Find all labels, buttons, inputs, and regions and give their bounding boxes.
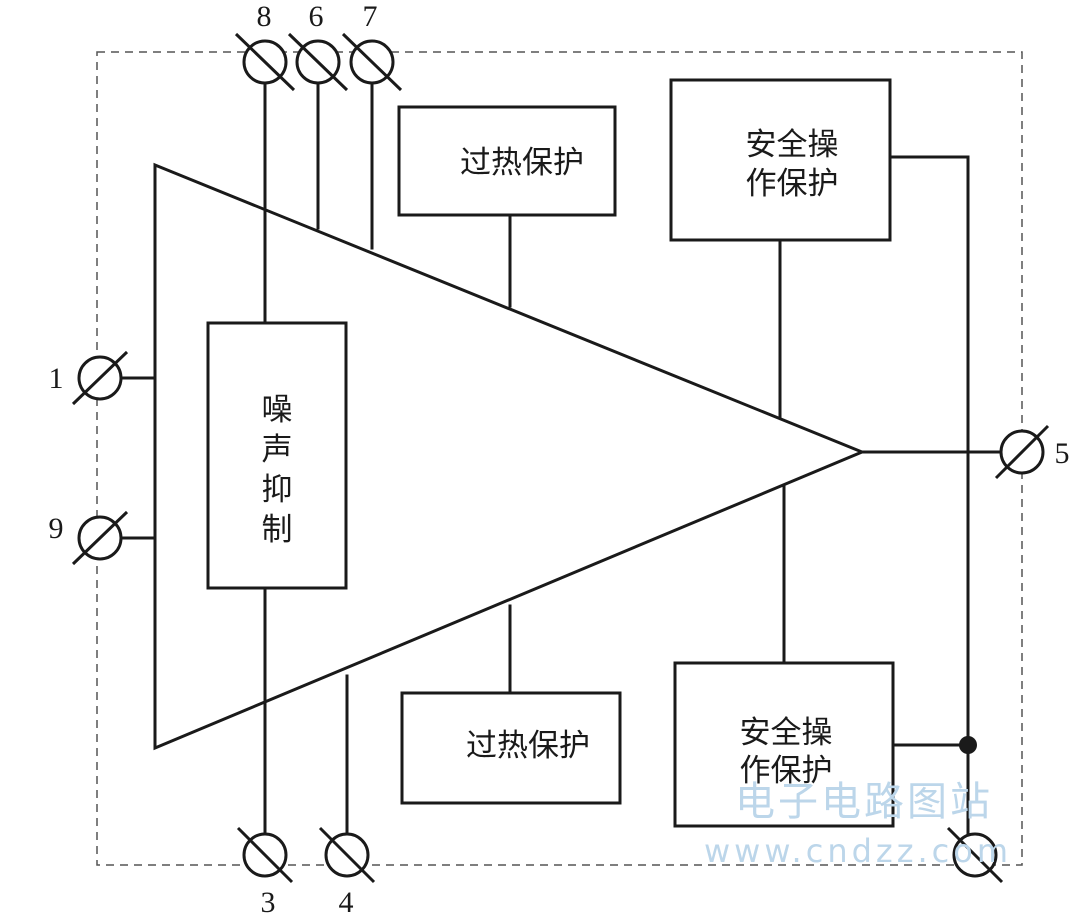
noise-suppression-char-1: 噪 [262,392,293,428]
pin-1-label: 1 [49,362,64,395]
soa-protection-bottom-line-2: 作保护 [740,753,833,789]
junction-dot [959,736,977,754]
soa-protection-top-line-2: 作保护 [746,166,839,202]
noise-suppression-char-2: 声 [262,432,293,468]
pin-7-terminal [341,32,403,92]
pin-8-label: 8 [257,0,272,33]
pin-1-terminal [71,350,129,406]
soa-protection-bottom-line-1: 安全操 [740,715,833,751]
pin-3-label: 3 [261,886,276,917]
amplifier-triangle [153,162,866,751]
pin-3-terminal [236,826,294,884]
noise-suppression-box [206,321,348,590]
pin-7-label: 7 [363,0,378,33]
pin-8-terminal [234,32,296,92]
noise-suppression-char-4: 制 [262,512,293,548]
pin-5-terminal [994,424,1050,480]
overheat-protection-bottom-box [400,691,622,805]
soa-protection-top-box [669,78,892,242]
pin-6-terminal [287,32,349,92]
pin-unlabeled-terminal [946,826,1004,884]
pin-6-label: 6 [309,0,324,33]
pin-9-label: 9 [49,512,64,545]
pin-9-terminal [71,510,129,566]
overheat-protection-top-label: 过热保护 [460,145,584,181]
overheat-protection-top-box [397,105,617,217]
pin-5-label: 5 [1055,437,1070,470]
pin-4-label: 4 [339,886,354,917]
watermark-cn: 电子电路图站 [735,779,993,825]
overheat-protection-bottom-label: 过热保护 [466,728,590,764]
soa-protection-top-line-1: 安全操 [746,127,839,163]
pin-4-terminal [318,826,376,884]
noise-suppression-char-3: 抑 [262,472,293,508]
watermark-url: www.cndzz.com [704,832,1012,870]
soa-protection-bottom-box [673,661,895,828]
